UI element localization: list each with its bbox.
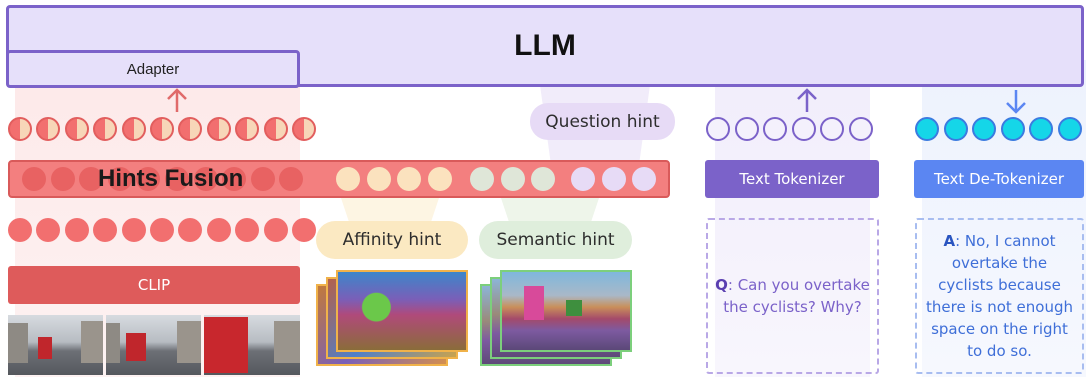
question-token xyxy=(820,117,845,141)
arrow-down-icon xyxy=(1006,90,1026,114)
half-token xyxy=(121,117,146,141)
fusion-clip-token xyxy=(279,167,304,191)
clip-token xyxy=(235,218,260,242)
semantic-hint-pill: Semantic hint xyxy=(479,221,632,259)
question-body: : Can you overtake the cyclists? Why? xyxy=(723,276,870,316)
clip-token xyxy=(263,218,288,242)
question-text: Q: Can you overtake the cyclists? Why? xyxy=(714,274,871,318)
clip-token xyxy=(178,218,203,242)
answer-text: A: No, I cannot overtake the cyclists be… xyxy=(923,230,1076,362)
answer-token xyxy=(943,117,968,141)
adapter-block: Adapter xyxy=(6,50,300,88)
answer-token xyxy=(1058,117,1082,141)
half-token xyxy=(292,117,316,141)
clip-token xyxy=(206,218,231,242)
clip-label: CLIP xyxy=(137,276,171,294)
street-frame-image xyxy=(204,315,300,375)
question-hint-label: Question hint xyxy=(545,111,660,132)
clip-token xyxy=(8,218,32,242)
half-token xyxy=(178,117,203,141)
affinity-map-image xyxy=(336,270,468,352)
semantic-hint-stem xyxy=(500,195,600,225)
answer-body: : No, I cannot overtake the cyclists bec… xyxy=(926,232,1073,360)
text-tokenizer-block: Text Tokenizer xyxy=(705,160,879,198)
clip-token xyxy=(64,218,89,242)
question-token xyxy=(734,117,759,141)
llm-label: LLM xyxy=(514,29,576,62)
half-token xyxy=(93,117,118,141)
question-token xyxy=(706,117,730,141)
clip-block: CLIP xyxy=(8,266,300,304)
half-token xyxy=(263,117,288,141)
fusion-clip-token xyxy=(250,167,275,191)
fusion-clip-token xyxy=(222,167,247,191)
question-token xyxy=(763,117,788,141)
answer-token xyxy=(915,117,939,141)
clip-token xyxy=(121,218,146,242)
clip-token xyxy=(93,218,118,242)
answer-token xyxy=(1000,117,1025,141)
question-token xyxy=(849,117,873,141)
arrow-up-icon xyxy=(797,88,817,112)
half-token xyxy=(36,117,61,141)
half-token xyxy=(235,117,260,141)
question-text-box: Q: Can you overtake the cyclists? Why? xyxy=(706,218,879,374)
arrow-up-icon xyxy=(167,88,187,112)
text-detokenizer-label: Text De-Tokenizer xyxy=(933,170,1065,188)
fusion-affinity-token xyxy=(366,167,391,191)
semantic-hint-label: Semantic hint xyxy=(496,230,615,250)
fusion-semantic-token xyxy=(470,167,494,191)
affinity-hint-stem xyxy=(340,195,440,225)
clip-token xyxy=(36,218,61,242)
fusion-clip-token xyxy=(136,167,161,191)
street-frame-image xyxy=(8,315,103,375)
answer-prefix: A xyxy=(943,232,956,250)
fusion-semantic-token xyxy=(500,167,525,191)
affinity-hint-pill: Affinity hint xyxy=(316,221,468,259)
fusion-clip-token xyxy=(50,167,75,191)
text-tokenizer-label: Text Tokenizer xyxy=(739,170,845,188)
semantic-map-image xyxy=(500,270,632,352)
clip-token xyxy=(292,218,316,242)
answer-token xyxy=(1029,117,1054,141)
fusion-affinity-token xyxy=(427,167,452,191)
question-hint-pill: Question hint xyxy=(530,103,675,140)
fusion-clip-token xyxy=(193,167,218,191)
affinity-hint-label: Affinity hint xyxy=(342,230,442,250)
half-token xyxy=(8,117,32,141)
text-detokenizer-block: Text De-Tokenizer xyxy=(914,160,1084,198)
fusion-clip-token xyxy=(22,167,46,191)
answer-token xyxy=(972,117,997,141)
adapter-label: Adapter xyxy=(126,60,180,78)
fusion-affinity-token xyxy=(336,167,360,191)
hints-fusion-label: Hints Fusion xyxy=(98,165,244,192)
question-token xyxy=(791,117,816,141)
fusion-question-token xyxy=(601,167,626,191)
fusion-question-token xyxy=(632,167,656,191)
fusion-affinity-token xyxy=(397,167,421,191)
fusion-clip-token xyxy=(79,167,104,191)
clip-token xyxy=(150,218,174,242)
fusion-clip-token xyxy=(165,167,189,191)
answer-text-box: A: No, I cannot overtake the cyclists be… xyxy=(915,218,1084,374)
half-token xyxy=(150,117,174,141)
half-token xyxy=(206,117,231,141)
half-token xyxy=(64,117,89,141)
question-prefix: Q xyxy=(715,276,728,294)
fusion-semantic-token xyxy=(531,167,555,191)
fusion-clip-token xyxy=(107,167,132,191)
street-frame-image xyxy=(106,315,201,375)
fusion-question-token xyxy=(571,167,595,191)
